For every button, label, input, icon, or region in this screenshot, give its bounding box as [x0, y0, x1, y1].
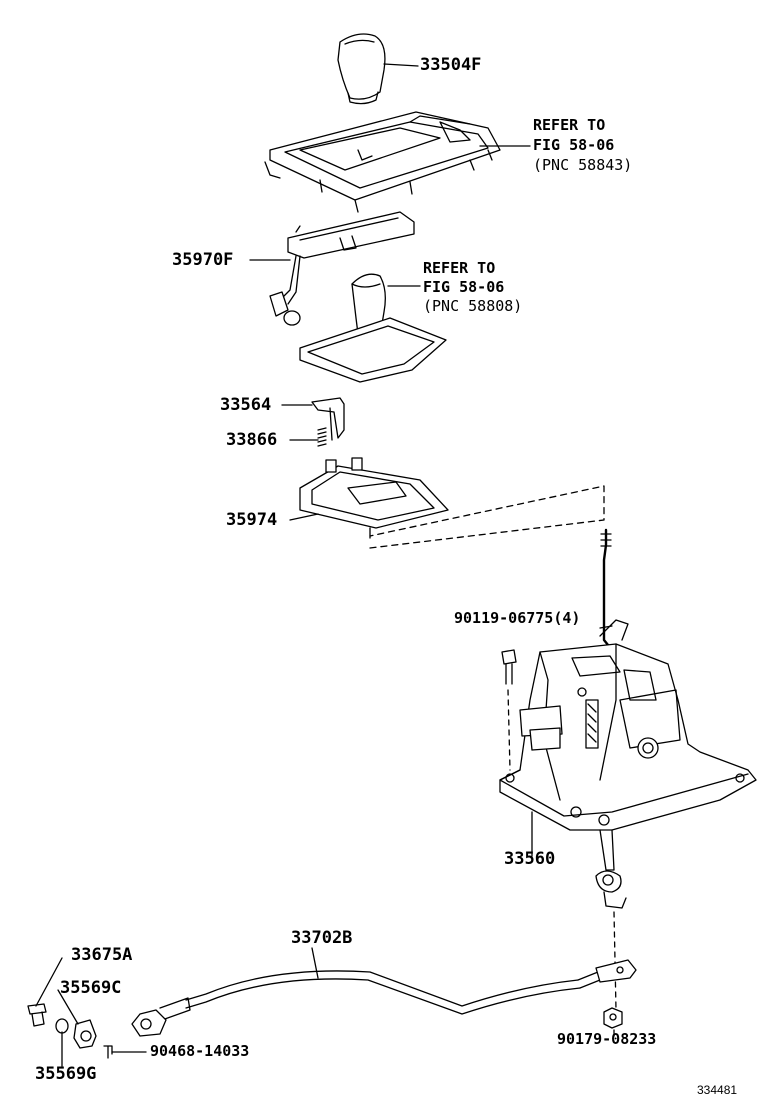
nut-alignment-dash	[613, 911, 617, 1011]
spring-drawing	[317, 427, 327, 447]
part-label-knob: 33504F	[420, 55, 482, 75]
part-label-bushing-g: 35569G	[35, 1064, 97, 1084]
part-label-bolt: 90119-06775(4)	[454, 609, 581, 627]
shift-lever-assembly-drawing	[499, 528, 757, 909]
shift-knob-drawing	[337, 33, 386, 105]
refer-note-bezel-line3: (PNC 58843)	[533, 156, 633, 174]
figure-number: 334481	[697, 1083, 738, 1097]
nut-drawing	[603, 1007, 623, 1029]
bushing-drawings	[55, 1018, 97, 1049]
wire-harness-drawing	[269, 211, 415, 326]
part-label-spring: 33866	[226, 430, 278, 450]
part-label-nut: 90179-08233	[557, 1030, 657, 1048]
leader-lines	[35, 63, 615, 1067]
refer-note-boot-line3: (PNC 58808)	[423, 297, 523, 315]
indicator-housing-drawing	[299, 457, 449, 539]
part-label-cable: 33702B	[291, 928, 353, 948]
part-label-shift-lever-assy: 33560	[504, 849, 556, 869]
lever-boot-drawing	[299, 273, 447, 383]
part-label-pin: 33675A	[71, 945, 133, 965]
part-label-wire-harness: 35970F	[172, 250, 234, 270]
alignment-dash-line	[369, 485, 605, 549]
part-label-bushing-c: 35569C	[60, 978, 122, 998]
part-label-housing-plate: 35974	[226, 510, 278, 530]
bolt-drawing	[501, 649, 517, 771]
part-label-clip: 90468-14033	[150, 1042, 250, 1060]
clip-drawing	[103, 1045, 113, 1059]
refer-note-boot-line2: FIG 58-06	[423, 278, 505, 296]
console-bezel-drawing	[264, 111, 501, 213]
refer-note-bezel-line1: REFER TO	[533, 116, 606, 134]
part-label-stopper: 33564	[220, 395, 272, 415]
stopper-drawing	[311, 397, 345, 441]
control-cable-drawing	[131, 959, 637, 1037]
pin-drawing	[27, 1003, 47, 1027]
refer-note-bezel-line2: FIG 58-06	[533, 136, 615, 154]
refer-note-boot-line1: REFER TO	[423, 259, 496, 277]
